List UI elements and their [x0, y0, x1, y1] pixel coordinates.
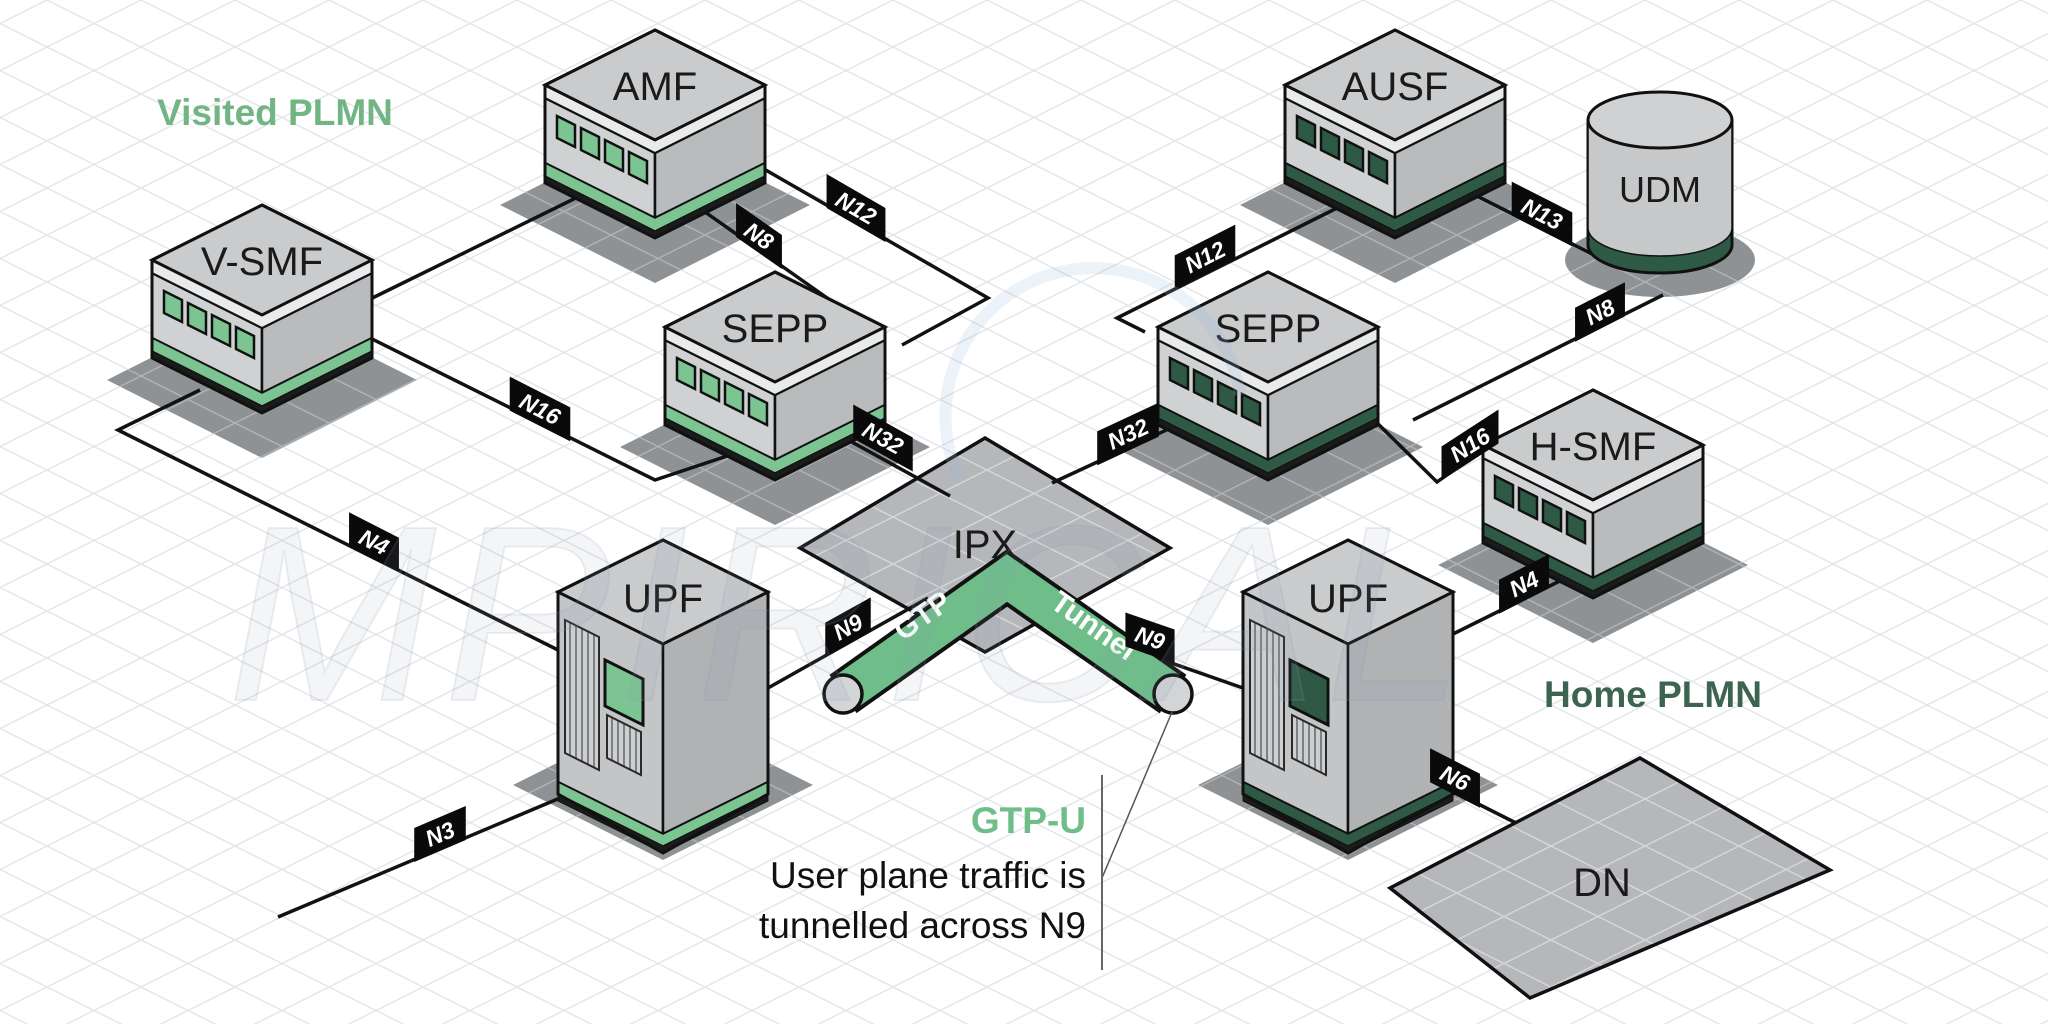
interface-tag-n4-visited: N4 [349, 512, 399, 572]
annotation-title: GTP-U [971, 800, 1086, 841]
svg-text:MPIRICAL: MPIRICAL [228, 474, 1473, 753]
udm-label: UDM [1619, 169, 1701, 210]
interface-tag-n9-home: N9 [1125, 612, 1175, 664]
watermark: MPIRICAL [227, 262, 1473, 754]
dn-label: DN [1573, 861, 1631, 905]
sepp-home-label: SEPP [1215, 307, 1322, 351]
v-smf-label: V-SMF [201, 240, 323, 284]
home-plmn-label: Home PLMN [1544, 674, 1762, 715]
tunnel-end-visited [822, 673, 864, 715]
interface-tag-n9-visited: N9 [825, 597, 871, 657]
link-amf-vsmf [351, 190, 589, 310]
annotation-leader-line [1101, 711, 1173, 879]
link-n16-visited [329, 316, 758, 482]
ausf-label: AUSF [1342, 65, 1449, 109]
dn-plane [1386, 755, 1834, 1001]
udm-node [1586, 90, 1734, 275]
annotation-line1: User plane traffic is [770, 855, 1086, 896]
gtp-u-annotation: GTP-U User plane traffic is tunnelled ac… [759, 711, 1173, 970]
h-smf-label: H-SMF [1530, 425, 1657, 469]
link-n4-visited [114, 388, 561, 653]
tunnel-end-home [1152, 673, 1194, 715]
annotation-line2: tunnelled across N9 [759, 905, 1086, 946]
amf-label: AMF [613, 65, 697, 109]
upf-visited-label: UPF [623, 577, 703, 621]
upf-home-label: UPF [1308, 577, 1388, 621]
sepp-visited-label: SEPP [722, 307, 829, 351]
gtp-tunnel: GTP Tunnel [822, 549, 1194, 715]
ipx-plane [796, 435, 1174, 655]
visited-plmn-label: Visited PLMN [157, 92, 393, 133]
link-n12-home [1113, 195, 1360, 334]
